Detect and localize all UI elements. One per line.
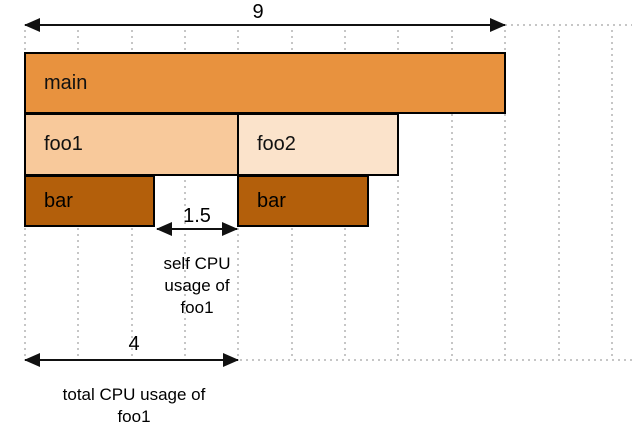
arrow-right-head-icon [222,222,238,236]
frame-foo1-label: foo1 [44,133,83,155]
self-cpu-caption-line: self CPU [163,254,231,273]
total-cpu-caption-line: foo1 [117,407,151,426]
self-cpu-value-label: 1.5 [183,205,211,227]
frame-foo1: foo1 [24,113,239,176]
grid-line-horizontal-bottom [240,359,632,361]
frame-main-label: main [44,71,88,94]
frame-bar-left-label: bar [44,189,73,212]
grid-line-vertical [611,30,613,358]
grid-line-vertical [504,30,506,358]
arrow-right-head-icon [223,353,239,367]
total-width-arrow [24,18,506,32]
grid-line-vertical [397,30,399,358]
frame-bar-left: bar [24,175,155,227]
total-cpu-caption-line: total CPU usage of [62,385,206,404]
frame-foo2-label: foo2 [257,133,296,155]
frame-foo2: foo2 [237,113,399,176]
self-cpu-arrow [156,222,238,236]
grid-line-vertical [451,30,453,358]
self-cpu-caption: self CPU usage of foo1 [137,253,257,319]
frame-bar-right-label: bar [257,189,286,212]
total-width-value-label: 9 [252,1,264,23]
grid-line-vertical [558,30,560,358]
grid-line-vertical [184,30,186,358]
total-cpu-caption: total CPU usage of foo1 [24,384,244,428]
arrow-right-head-icon [490,18,506,32]
arrow-line [25,359,238,361]
arrow-line [25,24,505,26]
arrow-line [157,228,237,230]
frame-bar-right: bar [237,175,369,227]
grid-line-horizontal-top [505,24,632,26]
frame-main: main [24,52,506,114]
self-cpu-caption-line: foo1 [180,298,214,317]
total-cpu-value-label: 4 [128,333,140,355]
self-cpu-caption-line: usage of [164,276,230,295]
total-cpu-arrow [24,353,239,367]
